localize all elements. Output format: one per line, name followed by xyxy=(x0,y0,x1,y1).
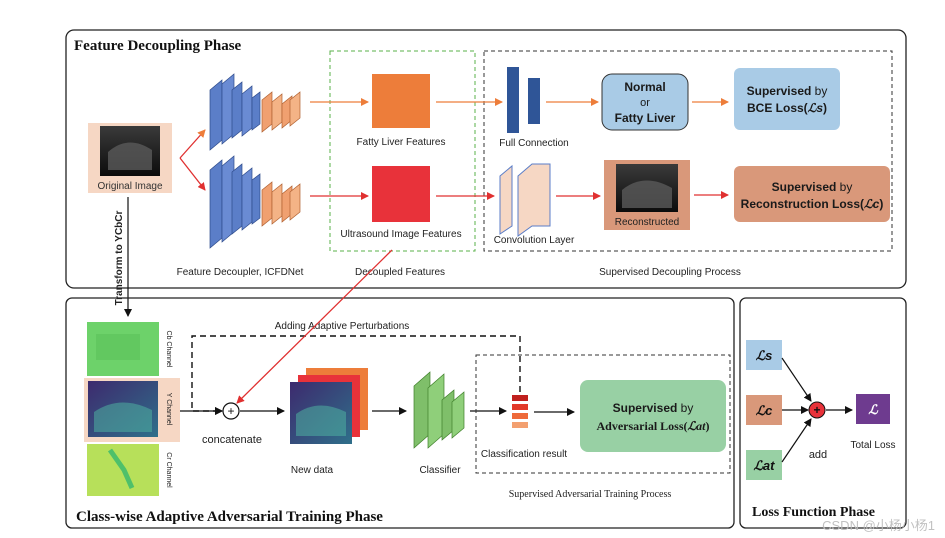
adv-supervised: Supervised xyxy=(613,401,678,415)
adversarial-loss-box xyxy=(580,380,726,452)
adv-loss-line: Adversarial Loss(ℒat) xyxy=(597,419,710,433)
lat-box xyxy=(746,450,782,480)
adv-supervised-line: Supervised by xyxy=(613,401,694,415)
conv-layer-block-2 xyxy=(517,163,551,237)
rec-loss-symbol: ℒc xyxy=(864,197,880,211)
classifier-stack xyxy=(413,371,465,449)
adv-loss-symbol: ℒat xyxy=(688,419,707,433)
adv-loss-label: Adversarial Loss( xyxy=(597,419,688,433)
total-loss-box xyxy=(856,394,890,424)
cb-channel-image xyxy=(87,322,159,376)
adversarial-phase-title: Class-wise Adaptive Adversarial Training… xyxy=(76,509,383,525)
encoder-stack-lower xyxy=(209,155,301,249)
rec-loss-line: Reconstruction Loss(ℒc) xyxy=(741,197,884,211)
total-loss-symbol: ℒ xyxy=(868,402,878,417)
rec-by: by xyxy=(840,180,853,194)
fatty-liver-label: Fatty Liver xyxy=(615,111,676,125)
y-channel-image xyxy=(84,378,180,442)
original-image-label: Original Image xyxy=(97,181,162,192)
supervised-adversarial-box xyxy=(475,354,731,474)
perturbation-label: Adding Adaptive Perturbations xyxy=(275,321,410,332)
split-arrow-down xyxy=(179,157,206,191)
conv-layer-label: Convolution Layer xyxy=(494,235,575,246)
transform-label: Transform to YCbCr xyxy=(114,210,125,305)
new-data-label: New data xyxy=(291,465,334,476)
ultrasound-feature-map xyxy=(372,166,430,222)
bce-loss-box xyxy=(734,68,840,130)
reconstructed-label: Reconstructed xyxy=(615,217,679,228)
ultrasound-features-label: Ultrasound Image Features xyxy=(340,229,461,240)
new-data-stack xyxy=(290,368,368,444)
bce-supervised-line: Supervised by xyxy=(747,84,828,98)
lc-label: ℒc xyxy=(756,403,773,418)
loss-phase-panel xyxy=(739,297,907,529)
supervised-decoupling-label: Supervised Decoupling Process xyxy=(599,267,741,278)
total-loss-label: Total Loss xyxy=(850,440,895,451)
classification-result-label: Classification result xyxy=(481,449,567,460)
ls-label: ℒs xyxy=(756,348,773,363)
cr-channel-image xyxy=(87,444,159,496)
perturbation-loop xyxy=(191,335,521,415)
or-label: or xyxy=(640,97,650,109)
normal-label: Normal xyxy=(624,80,665,94)
supervised-decoupling-box xyxy=(483,50,893,252)
decoupler-label: Feature Decoupler, ICFDNet xyxy=(177,267,304,278)
feature-phase-panel xyxy=(65,29,907,289)
ls-box xyxy=(746,340,782,370)
full-connection-label: Full Connection xyxy=(499,138,568,149)
rec-loss-label: Reconstruction Loss( xyxy=(741,197,864,211)
lc-box xyxy=(746,395,782,425)
adversarial-phase-panel xyxy=(65,297,735,529)
bce-supervised: Supervised xyxy=(747,84,812,98)
rec-supervised: Supervised xyxy=(772,180,837,194)
bce-by: by xyxy=(815,84,828,98)
decoupled-features-box xyxy=(329,50,476,252)
cr-channel-label: Cr Channel xyxy=(165,452,172,488)
full-connection-bar-1 xyxy=(507,67,519,133)
y-channel-label: Y Channel xyxy=(165,393,172,426)
arrow-lat-add xyxy=(781,418,812,463)
result-bar-1 xyxy=(512,395,528,401)
lat-label: ℒat xyxy=(754,458,776,473)
classifier-label: Classifier xyxy=(419,465,461,476)
concatenate-plus: + xyxy=(227,404,234,418)
concatenate-node xyxy=(222,402,240,420)
add-label: add xyxy=(809,449,827,461)
adv-by: by xyxy=(681,401,694,415)
normal-or-fatty-box xyxy=(601,73,689,131)
bce-loss-line: BCE Loss(ℒs) xyxy=(747,101,827,115)
add-plus: + xyxy=(813,403,820,417)
fatty-liver-feature-map xyxy=(372,74,430,128)
decoupled-features-label: Decoupled Features xyxy=(355,267,445,278)
feature-phase-title: Feature Decoupling Phase xyxy=(74,38,242,54)
concatenate-label: concatenate xyxy=(202,434,262,446)
reconstructed-image: Reconstructed xyxy=(604,160,690,230)
arrow-ultra-concat xyxy=(236,249,393,404)
rec-supervised-line: Supervised by xyxy=(772,180,853,194)
conv-layer-block-1 xyxy=(499,164,513,235)
split-arrow-up xyxy=(179,129,206,159)
fatty-liver-features-label: Fatty Liver Features xyxy=(357,137,446,148)
arrow-ls-add xyxy=(781,357,812,402)
bce-loss-symbol: ℒs xyxy=(808,101,824,115)
full-connection-bar-2 xyxy=(528,78,540,124)
result-bar-2 xyxy=(512,404,528,410)
loss-phase-title: Loss Function Phase xyxy=(752,505,875,520)
result-bar-4 xyxy=(512,422,528,428)
cb-channel-label: Cb Channel xyxy=(165,331,172,368)
supervised-adversarial-label: Supervised Adversarial Training Process xyxy=(509,489,672,500)
bce-loss-label: BCE Loss( xyxy=(747,101,808,115)
result-bar-3 xyxy=(512,413,528,419)
original-image: Original Image xyxy=(88,123,172,193)
watermark: CSDN @小杨小杨1 xyxy=(822,518,935,533)
reconstruction-loss-box xyxy=(734,166,890,222)
encoder-stack-upper xyxy=(209,73,301,151)
add-node xyxy=(808,401,826,419)
